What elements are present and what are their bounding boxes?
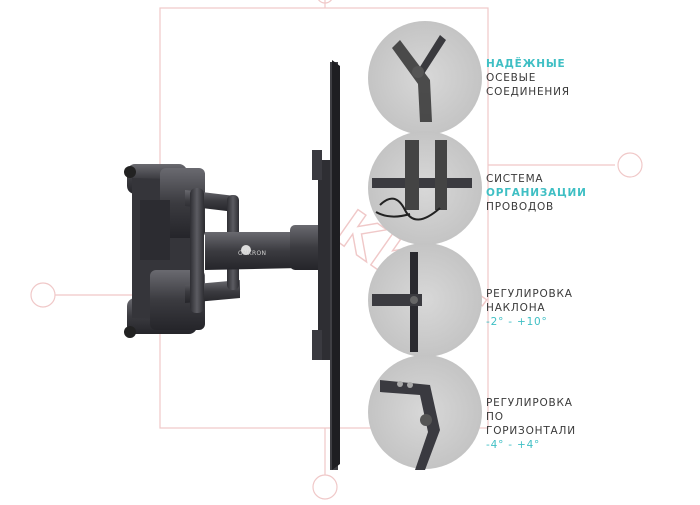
wall-plate (124, 164, 205, 338)
feature-tilt-text: РЕГУЛИРОВКА НАКЛОНА -2° - +10° (486, 287, 573, 329)
brand-logo: ONKRON (238, 250, 267, 257)
feature-tilt-range: -2° - +10° (486, 316, 548, 328)
feature-cable-line3: ПРОВОДОВ (486, 201, 555, 213)
feature-swivel-text: РЕГУЛИРОВКА ПО ГОРИЗОНТАЛИ -4° - +4° (486, 396, 576, 452)
feature-circle-tilt (368, 243, 482, 357)
feature-swivel-line1: РЕГУЛИРОВКА (486, 397, 573, 409)
articulating-arms (185, 188, 325, 313)
feature-cable-text: СИСТЕМА ОРГАНИЗАЦИИ ПРОВОДОВ (486, 172, 587, 214)
feature-tilt-line2: НАКЛОНА (486, 302, 546, 314)
feature-joint-line1: НАДЁЖНЫЕ (486, 58, 566, 70)
feature-cable-line1: СИСТЕМА (486, 173, 544, 185)
feature-swivel-line2: ПО (486, 411, 504, 423)
feature-cable-line2: ОРГАНИЗАЦИИ (486, 187, 587, 199)
feature-joint-text: НАДЁЖНЫЕ ОСЕВЫЕ СОЕДИНЕНИЯ (486, 57, 570, 99)
tv-bracket (312, 60, 340, 470)
feature-circle-cable (368, 131, 482, 245)
feature-circle-swivel (368, 355, 482, 470)
feature-joint-line3: СОЕДИНЕНИЯ (486, 86, 570, 98)
feature-joint-line2: ОСЕВЫЕ (486, 72, 537, 84)
feature-tilt-line1: РЕГУЛИРОВКА (486, 288, 573, 300)
feature-swivel-line3: ГОРИЗОНТАЛИ (486, 425, 576, 437)
feature-swivel-range: -4° - +4° (486, 439, 541, 451)
feature-circle-joint (368, 21, 482, 135)
